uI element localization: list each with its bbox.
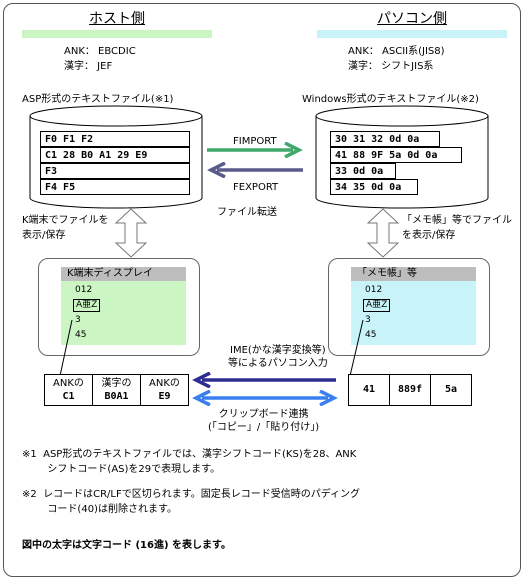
diagram-frame xyxy=(3,3,521,577)
pc-notepad-display: 「メモ帳」等 012 A亜Z 3 45 xyxy=(328,258,490,356)
pc-display-double-arrow xyxy=(366,208,400,258)
pc-title: パソコン側 xyxy=(377,11,447,27)
note-1: ※1 ASP形式のテキストファイルでは、漢字シフトコード(KS)を28、ANK … xyxy=(22,449,357,475)
pc-display-title: 「メモ帳」等 xyxy=(351,267,476,281)
pc-code-cell-2: 889f xyxy=(389,374,431,406)
pc-record-row-3: 33 0d 0a xyxy=(330,163,396,179)
fimport-label: FIMPORT xyxy=(233,136,277,147)
pc-file-caption: Windows形式のテキストファイル(※2) xyxy=(302,94,479,105)
host-record-row-3: F3 xyxy=(40,163,190,179)
pc-code-cell-3: 5a xyxy=(430,374,472,406)
host-code-label-1: ANKの xyxy=(53,378,84,389)
pc-record-row-1: 30 31 32 0d 0a xyxy=(330,131,440,147)
fexport-label: FEXPORT xyxy=(233,182,279,193)
host-code-value-1: C1 xyxy=(62,391,75,402)
pc-display-line-3: 3 xyxy=(365,315,371,325)
host-file-caption: ASP形式のテキストファイル(※1) xyxy=(22,94,174,105)
host-display-caption: K端末でファイルを 表示/保存 xyxy=(22,215,109,241)
host-record-row-4: F4 F5 xyxy=(40,179,190,195)
ime-input-arrow xyxy=(192,372,336,388)
note-bold-legend: 図中の太字は文字コード (16進) を表します。 xyxy=(22,540,232,551)
fexport-arrow xyxy=(207,162,303,178)
clipboard-double-arrow xyxy=(192,390,338,406)
pc-encoding-info: ANK： ASCII系(JIS8) 漢字： シフトJIS系 xyxy=(348,46,445,72)
host-display-body xyxy=(61,281,186,345)
host-display-title: K端末ディスプレイ xyxy=(61,267,186,281)
pc-title-band xyxy=(317,30,507,38)
host-title: ホスト側 xyxy=(89,11,145,27)
host-code-cell-1: ANKの C1 xyxy=(44,374,93,406)
pc-display-line-2: A亜Z xyxy=(363,299,391,312)
host-code-label-2: 漢字の xyxy=(101,378,132,389)
host-code-value-2: B0A1 xyxy=(104,391,129,402)
host-terminal-display: K端末ディスプレイ 012 A亜Z 3 45 xyxy=(38,258,200,356)
host-code-label-3: ANKの xyxy=(149,378,180,389)
ime-input-caption: IME(かな漢字変換等) 等によるパソコン入力 xyxy=(228,345,328,369)
pc-display-line-4: 45 xyxy=(365,330,377,340)
pc-record-row-2: 41 88 9F 5a 0d 0a xyxy=(330,147,462,163)
pc-display-caption: 「メモ帳」等でファイル を表示/保存 xyxy=(402,215,512,241)
host-code-cell-2: 漢字の B0A1 xyxy=(92,374,141,406)
note-2: ※2 レコードはCR/LFで区切られます。固定長レコード受信時のパディング コー… xyxy=(22,489,361,515)
host-display-line-1: 012 xyxy=(75,285,93,295)
host-display-double-arrow xyxy=(114,208,148,258)
host-record-row-2: C1 28 B0 A1 29 E9 xyxy=(40,147,190,163)
host-display-line-3: 3 xyxy=(75,315,81,325)
pc-display-line-1: 012 xyxy=(365,285,383,295)
clipboard-caption: クリップボード連携 (「コピー」/「貼り付け」) xyxy=(208,409,320,433)
host-code-cell-3: ANKの E9 xyxy=(140,374,189,406)
host-display-line-2: A亜Z xyxy=(73,299,101,312)
pc-code-cell-1: 41 xyxy=(348,374,390,406)
host-code-value-3: E9 xyxy=(158,391,171,402)
pc-display-body xyxy=(351,281,476,345)
fimport-arrow xyxy=(207,142,303,158)
host-record-row-1: F0 F1 F2 xyxy=(40,131,190,147)
host-display-line-4: 45 xyxy=(75,330,87,340)
pc-record-row-4: 34 35 0d 0a xyxy=(330,179,418,195)
host-encoding-info: ANK： EBCDIC 漢字： JEF xyxy=(64,46,136,72)
host-title-band xyxy=(22,30,212,38)
file-transfer-caption: ファイル転送 xyxy=(217,207,277,218)
